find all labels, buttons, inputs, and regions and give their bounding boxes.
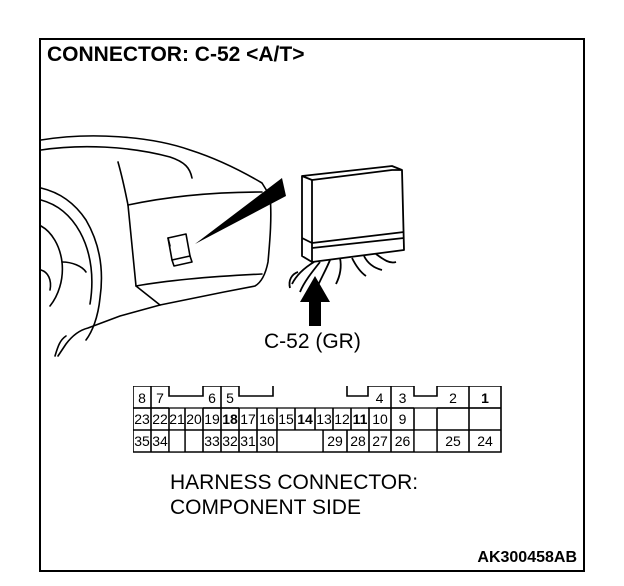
pin-16: 16 (259, 411, 275, 427)
pin-33: 33 (204, 433, 220, 449)
figure-code: AK300458AB (477, 549, 577, 566)
pin-10: 10 (372, 411, 388, 427)
pin-18: 18 (222, 411, 238, 427)
pin-34: 34 (152, 433, 168, 449)
pin-14: 14 (297, 411, 313, 427)
pin-19: 19 (204, 411, 220, 427)
pin-9: 9 (398, 411, 407, 427)
pin-32: 32 (222, 433, 238, 449)
pin-7: 7 (156, 389, 164, 406)
pin-6: 6 (208, 389, 216, 406)
pin-31: 31 (240, 433, 256, 449)
pin-11: 11 (352, 411, 368, 427)
diagram-title: CONNECTOR: C-52 <A/T> (47, 43, 305, 66)
pin-8: 8 (138, 389, 146, 406)
up-arrow-icon (300, 276, 330, 302)
pin-1: 1 (481, 389, 489, 406)
pin-26: 26 (394, 433, 411, 449)
pointer-wedge (195, 178, 286, 244)
pin-20: 20 (186, 411, 202, 427)
pin-17: 17 (240, 411, 256, 427)
pin-35: 35 (134, 433, 150, 449)
pin-29: 29 (327, 433, 343, 449)
pin-12: 12 (334, 411, 350, 427)
pin-24: 24 (477, 433, 493, 449)
pin-4: 4 (375, 389, 384, 406)
pin-27: 27 (372, 433, 388, 449)
connector-label: C-52 (GR) (264, 330, 361, 353)
pin-15: 15 (278, 411, 294, 427)
small-connector (167, 233, 191, 261)
pin-25: 25 (445, 433, 461, 449)
pin-3: 3 (398, 389, 407, 406)
figure-frame (39, 38, 585, 572)
caption-component-side: COMPONENT SIDE (170, 496, 361, 519)
pin-21: 21 (169, 411, 185, 427)
pin-5: 5 (226, 389, 234, 406)
pin-2: 2 (449, 389, 457, 406)
dashboard-outline (40, 135, 272, 357)
connector-outline (133, 386, 502, 453)
caption-harness-connector: HARNESS CONNECTOR: (170, 471, 419, 494)
pin-28: 28 (350, 433, 366, 449)
ecu-module (288, 165, 405, 293)
pin-22: 22 (152, 411, 168, 427)
pin-30: 30 (259, 433, 275, 449)
connector-pinout: 8 7 6 5 4 3 2 1 23 22 21 20 19 18 17 16 … (133, 386, 513, 456)
pin-23: 23 (134, 411, 150, 427)
arrow-shaft (309, 300, 321, 326)
steering-wheel (40, 187, 103, 341)
pin-13: 13 (316, 411, 332, 427)
glovebox-outline (127, 191, 263, 206)
